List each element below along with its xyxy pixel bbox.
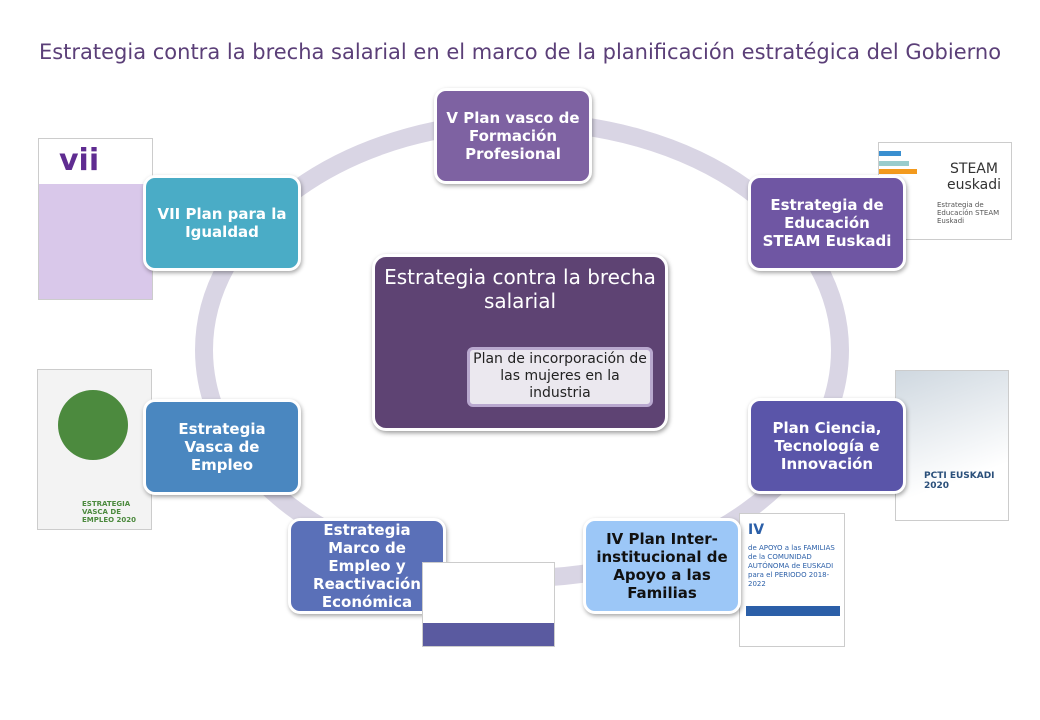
igualdad-cover-thumbnail: vii (38, 138, 153, 300)
empleo-cover-thumbnail: ESTRATEGIA VASCA DE EMPLEO 2020 (37, 369, 152, 530)
node-vasca-empleo[interactable]: Estrategia Vasca de Empleo (143, 399, 301, 495)
diagram-title: Estrategia contra la brecha salarial en … (38, 40, 1002, 64)
node-label: VII Plan para la Igualdad (157, 205, 287, 241)
node-label: Estrategia de Educación STEAM Euskadi (762, 196, 892, 250)
cover-logo-text: PCTI EUSKADI 2020 (924, 471, 995, 491)
node-label: Estrategia Marco de Empleo y Reactivació… (313, 521, 421, 611)
center-subplan: Plan de incorporación de las mujeres en … (467, 347, 653, 407)
node-ciencia-tecnologia[interactable]: Plan Ciencia, Tecnología e Innovación (748, 398, 906, 494)
node-label: Plan Ciencia, Tecnología e Innovación (772, 419, 882, 473)
node-label: Estrategia Vasca de Empleo (178, 420, 266, 474)
cover-logo-text: ESTRATEGIA VASCA DE EMPLEO 2020 (82, 500, 136, 524)
familias-cover-thumbnail: IV de APOYO a las FAMILIAS de la COMUNID… (739, 513, 845, 647)
cover-logo-text: IV (748, 522, 765, 538)
node-formacion-profesional[interactable]: V Plan vasco de Formación Profesional (434, 88, 592, 184)
cover-logo-text: STEAM euskadi (947, 161, 1001, 193)
node-igualdad[interactable]: VII Plan para la Igualdad (143, 175, 301, 271)
node-apoyo-familias[interactable]: IV Plan Inter-institucional de Apoyo a l… (583, 518, 741, 614)
node-label: IV Plan Inter-institucional de Apoyo a l… (596, 530, 728, 602)
cover-logo-text: vii (59, 143, 100, 178)
cover-subtitle: de APOYO a las FAMILIAS de la COMUNIDAD … (748, 544, 835, 589)
pcti-cover-thumbnail: PCTI EUSKADI 2020 (895, 370, 1009, 521)
center-title: Estrategia contra la brecha salarial (384, 265, 656, 313)
center-box[interactable]: Estrategia contra la brecha salarial Pla… (372, 254, 668, 431)
node-steam-euskadi[interactable]: Estrategia de Educación STEAM Euskadi (748, 175, 906, 271)
marco-cover-overlay (422, 562, 555, 647)
cover-subtitle: Estrategia de Educación STEAM Euskadi (937, 201, 1000, 225)
node-label: V Plan vasco de Formación Profesional (446, 109, 580, 163)
